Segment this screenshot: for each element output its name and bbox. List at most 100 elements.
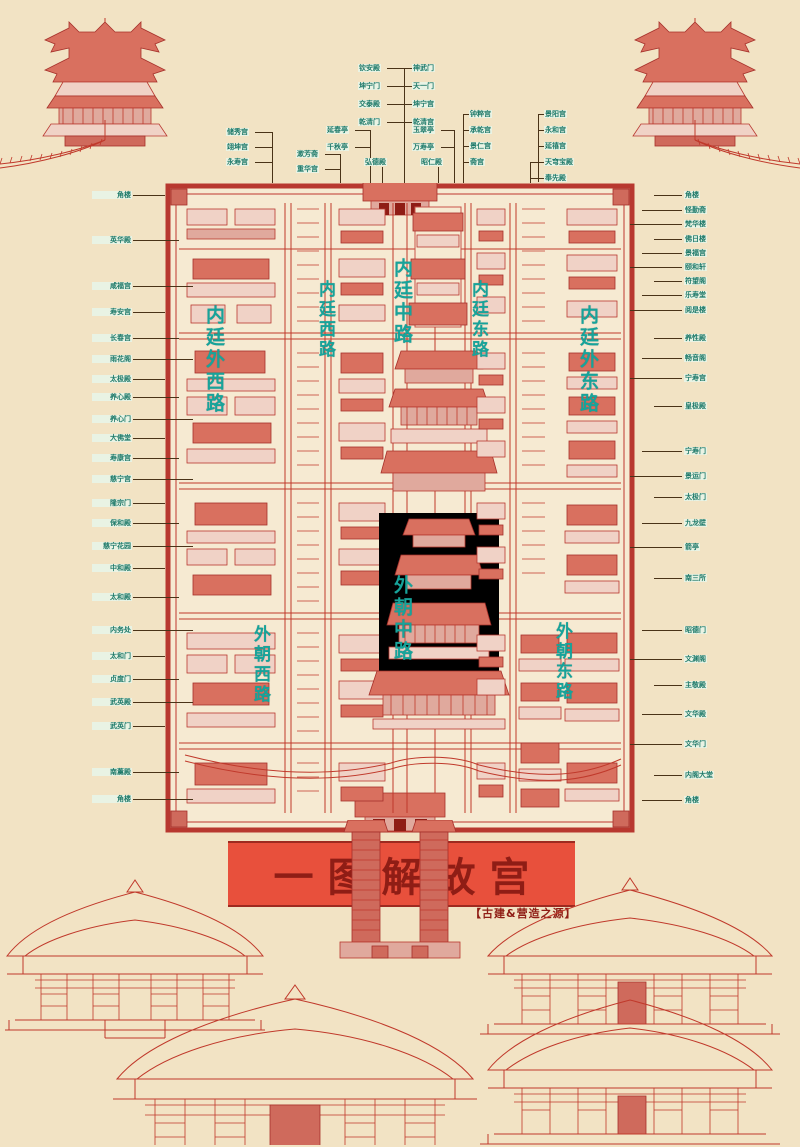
leader-line [642,451,682,452]
label-right-12: 皇极殿 [684,402,707,410]
leader-line [133,799,193,800]
label-kunninggong: 坤宁宫 [412,100,435,108]
leader-line [454,130,455,183]
label-shenwumen: 神武门 [412,64,435,72]
label-right-15: 太极门 [684,493,707,501]
label-yucuiting: 玉翠亭 [412,126,435,134]
illustration-pavilion-left [5,879,265,1039]
label-left-22: 南薰殿 [92,768,132,776]
leader-line [133,503,165,504]
leader-line [133,702,193,703]
label-left-16: 太和殿 [92,593,132,601]
inner-court-halls [380,206,498,492]
leader-line [370,130,371,183]
label-left-3: 寿安宫 [92,308,132,316]
label-zhaorendian: 昭仁殿 [420,158,443,166]
label-yikungong: 翊坤宫 [226,143,249,151]
bottom-illustrations [5,877,780,1145]
illustration-main-hall [113,984,477,1145]
leader-line [654,239,682,240]
label-right-21: 主敬殿 [684,681,707,689]
leader-line [630,310,682,311]
leader-line [642,210,682,211]
plan-drawing [165,183,635,833]
leader-line [133,379,165,380]
zone-waichao-dong-lu: 外朝东路 [552,622,572,702]
label-zhongcuigong: 钟粹宫 [469,110,492,118]
label-jingyanggong: 景阳宫 [544,110,567,118]
leader-line [255,147,273,148]
leader-line [642,714,682,715]
leader-line [133,438,165,439]
label-yanxigong: 延禧宫 [544,142,567,150]
leader-line [654,578,682,579]
leader-line [255,132,273,133]
leader-line [133,397,179,398]
leader-line [133,286,193,287]
label-left-15: 中和殿 [92,564,132,572]
label-tianyimen: 天一门 [412,82,435,90]
leader-line [340,154,341,183]
label-left-9: 大佛堂 [92,434,132,442]
leader-line [538,130,544,131]
leader-line [355,147,371,148]
leader-line [133,479,193,480]
label-yonghegong: 永和宫 [544,126,567,134]
label-right-17: 箭亭 [684,543,700,551]
page-title: 一图解故宫 [273,855,544,901]
label-right-1: 怪勤斋 [684,206,707,214]
leader-line [387,122,405,123]
label-left-14: 慈宁花园 [92,542,132,550]
leader-line [272,132,273,183]
label-left-12: 隆宗门 [92,499,132,507]
leader-line [133,240,179,241]
label-right-4: 景福宫 [684,249,707,257]
label-right-19: 昭德门 [684,626,707,634]
label-left-10: 寿康宫 [92,454,132,462]
label-left-8: 养心门 [92,415,132,423]
label-right-14: 景运门 [684,472,707,480]
banner-pillars [339,820,461,959]
leader-line [654,281,682,282]
leader-line [530,162,531,183]
label-left-20: 武英殿 [92,698,132,706]
label-left-6: 太极殿 [92,375,132,383]
leader-line [387,86,405,87]
label-chengqiangong: 承乾宫 [469,126,492,134]
zone-neiting-xi-lu: 内廷西路 [315,280,335,360]
label-left-11: 慈宁宫 [92,475,132,483]
label-qianqingmen: 乾清门 [358,118,381,126]
label-hongdedian: 弘德殿 [364,158,387,166]
label-right-16: 九龙壁 [684,519,707,527]
leader-line [538,114,539,182]
corner-turret-left [42,18,168,147]
leader-line [404,68,412,69]
label-left-19: 贞度门 [92,675,132,683]
title-banner: 一图解故宫 [228,841,575,907]
leader-line [133,419,193,420]
forbidden-city-plan [165,183,635,833]
label-left-23: 角楼 [92,795,132,803]
leader-line [255,162,273,163]
leader-line [538,146,544,147]
leader-line [325,154,341,155]
label-left-2: 咸福宫 [92,282,132,290]
leader-line [630,744,682,745]
label-left-7: 养心殿 [92,393,132,401]
leader-line [630,476,682,477]
label-right-6: 符望阁 [684,277,707,285]
leader-line [382,167,383,183]
leader-line [441,147,455,148]
label-left-4: 长春宫 [92,334,132,342]
label-qianqiuting: 千秋亭 [326,143,349,151]
label-right-3: 佛日楼 [684,235,707,243]
label-left-1: 英华殿 [92,236,132,244]
label-left-5: 雨花阁 [92,355,132,363]
zone-neiting-zhong-lu: 内廷中路 [391,258,413,346]
leader-line [325,169,341,170]
leader-line [463,130,469,131]
label-kunningmen: 坤宁门 [358,82,381,90]
label-left-13: 保和殿 [92,519,132,527]
zone-neiting-wai-xi-lu: 内廷外西路 [203,305,225,415]
leader-line [404,86,412,87]
